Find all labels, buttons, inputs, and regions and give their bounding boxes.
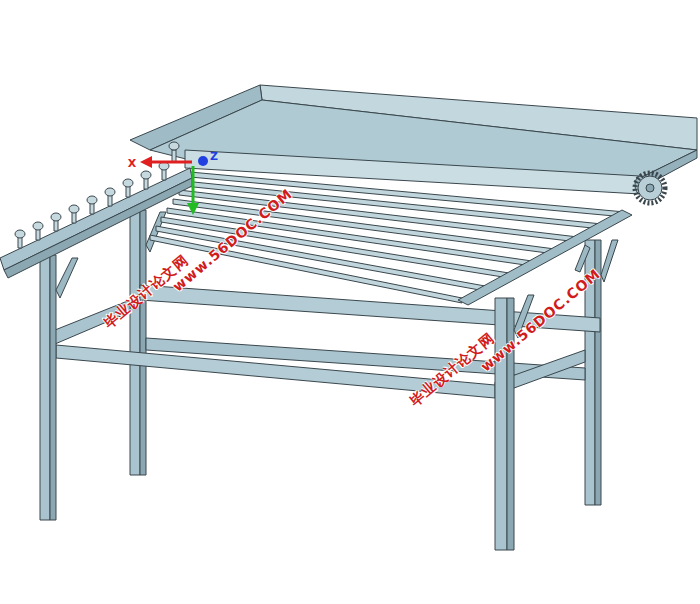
axis-label: X xyxy=(128,157,136,170)
axis-label: Z xyxy=(210,150,218,163)
